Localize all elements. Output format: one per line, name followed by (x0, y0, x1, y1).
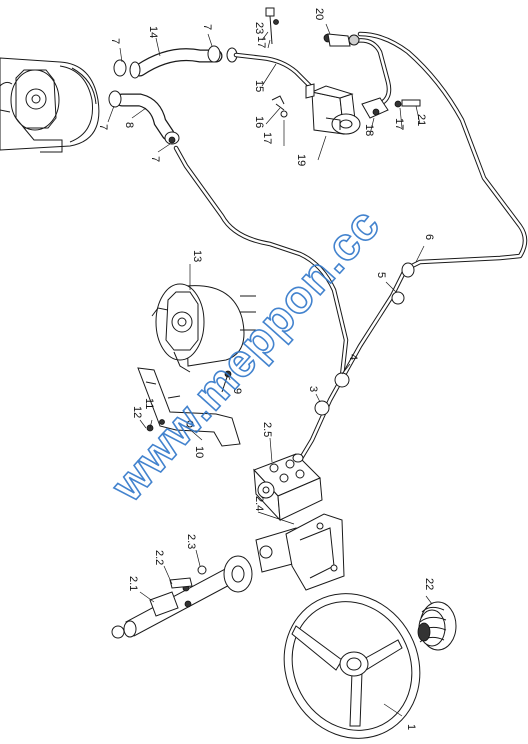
steering-column (111, 513, 345, 639)
callout-18: 18 (363, 124, 375, 136)
steering-wheel-1 (283, 593, 421, 739)
cylinder-13 (151, 283, 256, 373)
callout-2-3: 2.3 (185, 534, 197, 549)
callout-7b: 7 (201, 24, 213, 30)
callout-20: 20 (313, 8, 325, 20)
pipe-6 (357, 31, 528, 271)
callout-2-2: 2.2 (153, 550, 165, 565)
callout-1: 1 (405, 724, 417, 730)
callout-4: 4 (347, 354, 359, 360)
pipe-fittings (168, 136, 415, 416)
callout-21: 21 (415, 114, 427, 126)
hose-8 (115, 93, 175, 141)
steering-valve-2-5 (253, 453, 323, 522)
callout-3: 3 (307, 386, 319, 392)
callout-22: 22 (423, 578, 435, 590)
top-left-cylinder (0, 57, 100, 153)
callout-12: 12 (131, 406, 143, 418)
bolt-23 (265, 7, 279, 45)
callout-7a: 7 (109, 38, 121, 44)
callout-14: 14 (147, 26, 159, 38)
pump-19 (271, 33, 421, 135)
callout-9: 9 (231, 388, 243, 394)
callout-13: 13 (191, 250, 203, 262)
callout-17a: 17 (255, 36, 267, 48)
pipe-20 (347, 38, 392, 107)
callout-7c: 7 (97, 124, 109, 130)
callout-6: 6 (423, 234, 435, 240)
callout-16: 16 (253, 116, 265, 128)
callout-19: 19 (295, 154, 307, 166)
callout-17b: 17 (261, 132, 273, 144)
callout-2-1: 2.1 (127, 576, 139, 591)
callout-11: 11 (143, 398, 155, 409)
pipe-15 (233, 52, 313, 89)
hose-clamps (108, 45, 238, 145)
bracket-10 (137, 367, 241, 447)
cap-22 (417, 601, 457, 651)
hose-14 (133, 48, 223, 77)
callout-8: 8 (123, 122, 135, 128)
leader-lines (107, 23, 433, 717)
callout-23: 23 (253, 22, 265, 34)
callout-15: 15 (253, 80, 265, 92)
pipe-7-lower (173, 145, 349, 379)
callout-2-5: 2.5 (261, 422, 273, 437)
pipe-to-valve-5 (297, 269, 407, 463)
callout-10: 10 (193, 446, 205, 458)
callout-7d: 7 (149, 156, 161, 162)
callout-2-4: 2.4 (253, 496, 265, 511)
callout-5: 5 (375, 272, 387, 278)
callout-numbers: 1 2.1 2.2 2.3 2.4 2.5 3 4 5 6 7 7 7 7 8 … (97, 8, 435, 730)
callout-17c: 17 (393, 118, 405, 130)
